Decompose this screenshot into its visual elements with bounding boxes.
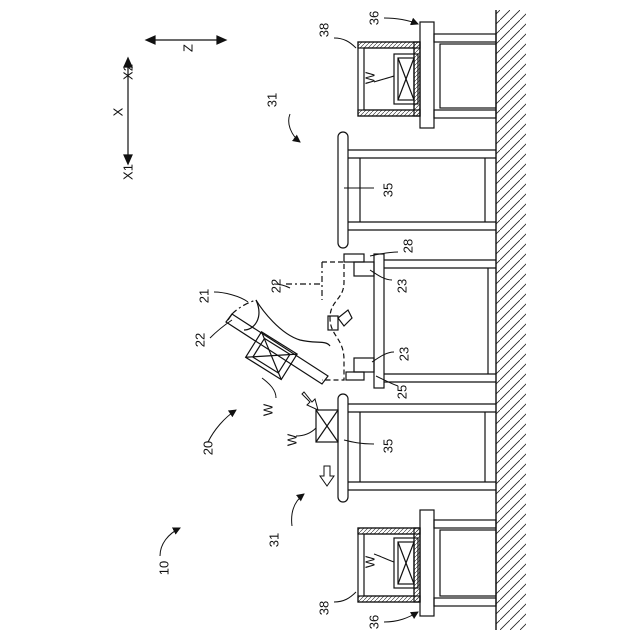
ref-36-top: 36 [368,11,381,25]
ref-23-lower: 23 [398,347,411,361]
ref-36-bottom: 36 [368,615,381,629]
ref-31-upper: 31 [266,93,279,107]
ref-23-upper: 23 [396,279,409,293]
ref-25: 25 [396,385,409,399]
axis-z-label: Z [182,44,195,52]
table-lower [316,394,496,502]
ref-22-upper: 22 [270,279,283,293]
ref-35-upper: 35 [382,183,395,197]
ref-20: 20 [202,441,215,455]
ref-22-lower: 22 [194,333,207,347]
ref-31-lower: 31 [268,533,281,547]
axis-x1-label: X1 [122,164,135,180]
ref-10: 10 [158,561,171,575]
ref-28: 28 [402,239,415,253]
robot-station [322,254,496,388]
stocker-bottom [358,510,496,616]
ref-38-top: 38 [318,23,331,37]
axis-indicators [124,36,226,164]
w-station-label: W [286,434,299,446]
axis-x2-label: X2 [122,64,135,80]
axis-x-label: X [112,108,125,117]
ref-38-bottom: 38 [318,601,331,615]
w-bottom-label: W [364,556,377,568]
stocker-top [358,22,496,128]
w-top-label: W [364,72,377,84]
ground-wall [496,10,526,630]
ref-21: 21 [198,289,211,303]
ref-35-lower: 35 [382,439,395,453]
w-carried-label: W [262,404,275,416]
table-upper [338,132,496,248]
